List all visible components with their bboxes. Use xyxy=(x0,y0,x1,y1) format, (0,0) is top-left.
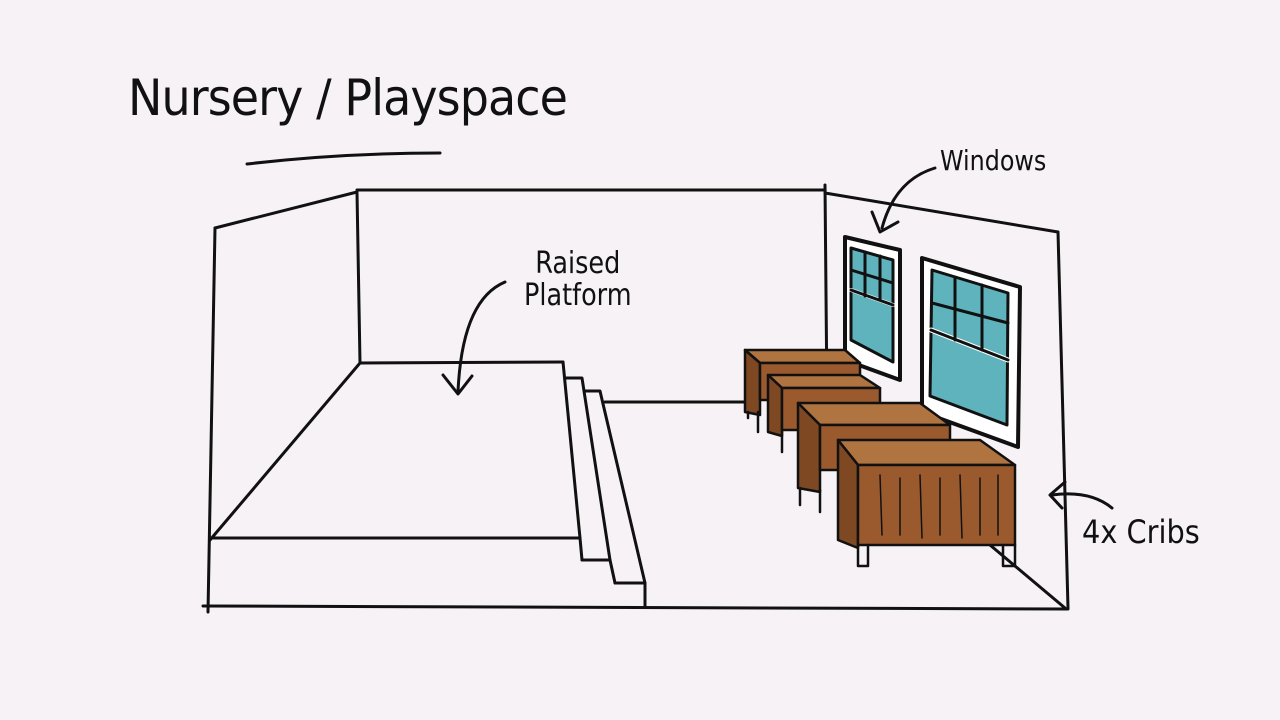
cribs xyxy=(743,348,1017,568)
raised-platform-label: Raised Platform xyxy=(524,248,632,311)
raised-platform xyxy=(208,360,584,562)
raised-platform-label-line1: Raised xyxy=(535,246,621,281)
arrow-windows xyxy=(870,166,937,234)
arrow-cribs xyxy=(1048,480,1114,510)
page-title: Nursery / Playspace xyxy=(128,69,568,127)
window-left xyxy=(843,235,902,382)
platform-steps xyxy=(563,376,647,608)
title-underline xyxy=(245,151,442,166)
cribs-label: 4x Cribs xyxy=(1082,513,1200,551)
raised-platform-label-line2: Platform xyxy=(524,277,632,313)
windows-label: Windows xyxy=(940,144,1047,177)
crib-4 xyxy=(836,438,1017,568)
arrow-raised-platform xyxy=(441,280,507,396)
window-right xyxy=(920,256,1022,449)
